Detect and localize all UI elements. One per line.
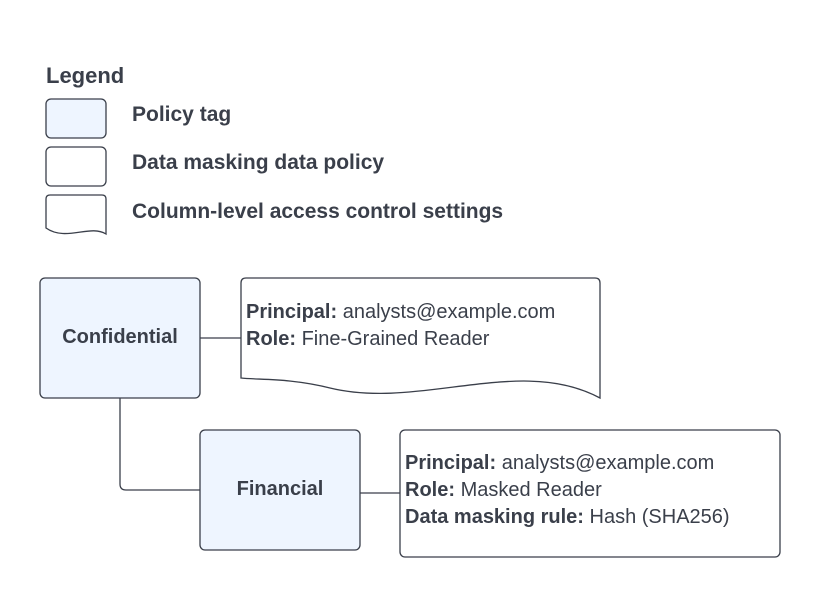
policy-role-key: Role: (405, 479, 455, 501)
financial-tag-label: Financial (236, 477, 324, 500)
legend-swatch-access-settings (45, 194, 107, 236)
policy-masking-rule-row: Data masking rule: Hash (SHA256) (405, 504, 730, 531)
policy-role-row: Role: Masked Reader (405, 477, 730, 504)
policy-principal-row: Principal: analysts@example.com (405, 450, 730, 477)
policy-role-value: Masked Reader (460, 479, 602, 501)
legend-label-data-policy: Data masking data policy (132, 151, 385, 174)
settings-role-key: Role: (246, 328, 296, 350)
settings-principal-value: analysts@example.com (342, 301, 556, 323)
financial-data-policy-box (399, 429, 781, 558)
confidential-tag-label: Confidential (62, 325, 178, 348)
policy-masking-rule-value: Hash (SHA256) (589, 506, 730, 528)
policy-masking-rule-key: Data masking rule: (405, 506, 584, 528)
legend-swatch-data-policy (45, 146, 107, 187)
financial-policy-tag-box (199, 429, 361, 551)
financial-policy-text: Principal: analysts@example.com Role: Ma… (405, 450, 730, 531)
legend-label-access-settings: Column-level access control settings (132, 200, 504, 223)
settings-principal-key: Principal: (246, 301, 338, 323)
legend-label-policy-tag: Policy tag (132, 103, 232, 126)
confidential-settings-text: Principal: analysts@example.com Role: Fi… (246, 299, 555, 353)
connector-confidential-financial (119, 398, 200, 491)
settings-role-value: Fine-Grained Reader (301, 328, 490, 350)
settings-principal-row: Principal: analysts@example.com (246, 299, 555, 326)
legend-swatch-policy-tag (45, 98, 107, 139)
confidential-policy-tag-box (39, 277, 201, 399)
legend-title: Legend (46, 63, 125, 88)
confidential-access-settings-shape (240, 277, 601, 400)
policy-principal-key: Principal: (405, 452, 497, 474)
policy-principal-value: analysts@example.com (501, 452, 715, 474)
settings-role-row: Role: Fine-Grained Reader (246, 326, 555, 353)
